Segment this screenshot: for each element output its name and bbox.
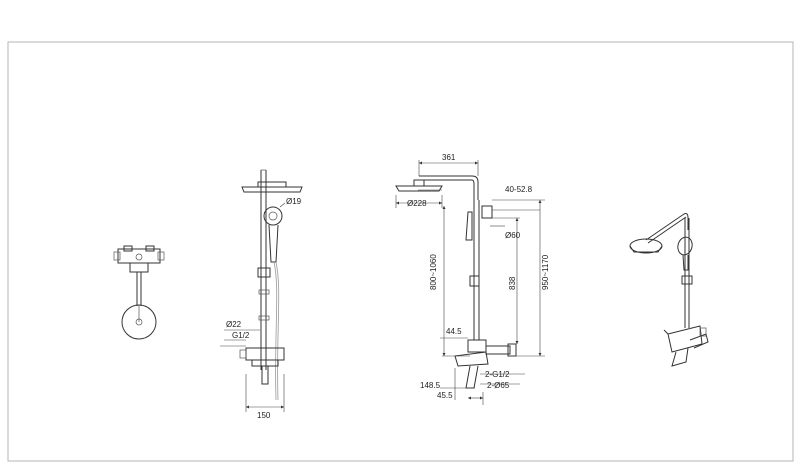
front-view (395, 160, 545, 405)
label-bracket-range: 40-52.8 (505, 185, 533, 194)
label-arm-reach: 361 (442, 153, 456, 162)
label-rail-span: 838 (508, 276, 517, 290)
label-spout-offset: 44.5 (446, 327, 462, 336)
label-shower-hose-dia: Ø19 (286, 197, 302, 206)
label-center-distance: 150 (257, 411, 271, 420)
label-inlet-offset: 45.5 (437, 391, 453, 400)
drawing-frame (7, 41, 794, 462)
label-rail-height: 800~1060 (429, 254, 438, 290)
label-spout-reach: 148.5 (420, 381, 441, 390)
label-pipe-dia: Ø22 (226, 320, 242, 329)
label-escutcheon-dia: 2-Ø65 (487, 381, 510, 390)
side-view (220, 169, 303, 412)
label-handheld-dia: Ø60 (505, 231, 521, 240)
top-view (113, 245, 165, 340)
label-thread: G1/2 (232, 331, 250, 340)
label-inlet-thread: 2-G1/2 (485, 370, 510, 379)
label-total-height: 950~1170 (541, 254, 550, 290)
label-head-dia: Ø228 (407, 199, 427, 208)
perspective-view (629, 213, 709, 367)
